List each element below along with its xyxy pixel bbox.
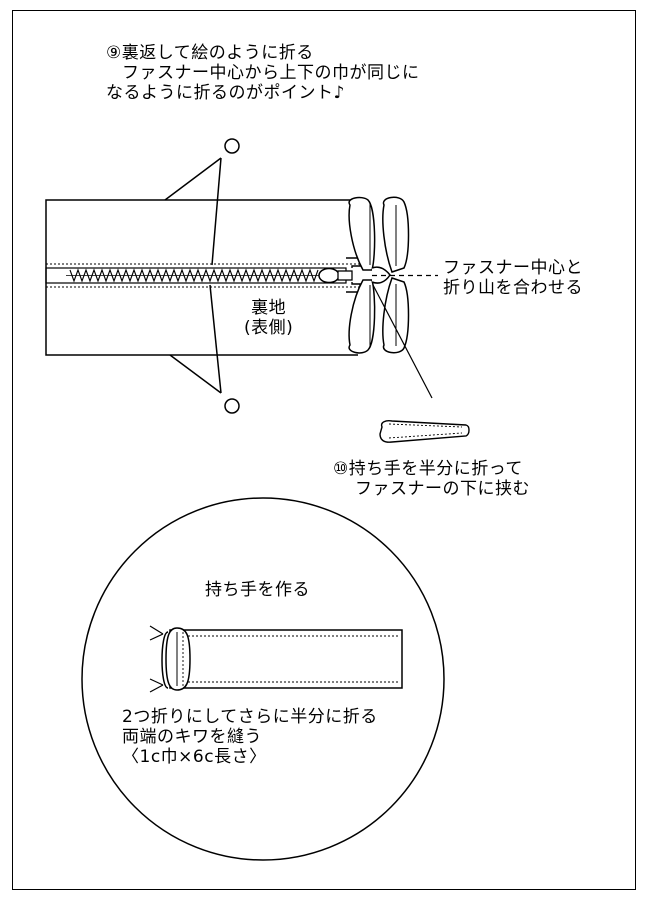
lining-label: 裏地 (表側) bbox=[244, 298, 293, 338]
step9-text-line3: なるように折るのがポイント♪ bbox=[106, 83, 345, 103]
lining-label-line1: 裏地 bbox=[251, 298, 287, 318]
step10-title: ⑩持ち手を半分に折って bbox=[333, 459, 523, 479]
folded-rolls bbox=[348, 196, 410, 354]
zipper-teeth bbox=[69, 268, 319, 283]
step9-instructions: ⑨裏返して絵のように折る ファスナー中心から上下の巾が同じに なるように折るのが… bbox=[106, 43, 420, 103]
handle-text-line1: 2つ折りにしてさらに半分に折る bbox=[122, 707, 378, 727]
handle-text-line2: 両端のキワを縫う bbox=[122, 727, 262, 747]
zipper bbox=[45, 257, 361, 293]
handle-strip bbox=[149, 625, 403, 693]
page-frame bbox=[12, 10, 636, 890]
zipper-center-note: ファスナー中心と 折り山を合わせる bbox=[443, 258, 583, 298]
handle-detail-circle bbox=[81, 497, 445, 861]
handle-section-title: 持ち手を作る bbox=[205, 580, 310, 600]
folded-handle-small bbox=[379, 420, 470, 443]
zipper-pull bbox=[318, 267, 340, 284]
step10-instructions: ⑩持ち手を半分に折って ファスナーの下に挟む bbox=[333, 459, 530, 499]
step9-text-line2: ファスナー中心から上下の巾が同じに bbox=[122, 63, 420, 83]
zipper-note-line1: ファスナー中心と bbox=[443, 258, 583, 278]
handle-text-line3: 〈1c巾×6c長さ〉 bbox=[122, 747, 267, 767]
zipper-note-line2: 折り山を合わせる bbox=[443, 278, 583, 298]
fold-marker-bottom bbox=[169, 284, 240, 414]
handle-instructions: 2つ折りにしてさらに半分に折る 両端のキワを縫う 〈1c巾×6c長さ〉 bbox=[122, 707, 378, 767]
step10-text-line2: ファスナーの下に挟む bbox=[355, 479, 530, 499]
fold-marker-top bbox=[164, 138, 240, 266]
lining-label-line2: (表側) bbox=[244, 318, 294, 338]
handle-leader-line bbox=[372, 284, 433, 399]
step9-title: ⑨裏返して絵のように折る bbox=[106, 43, 314, 63]
